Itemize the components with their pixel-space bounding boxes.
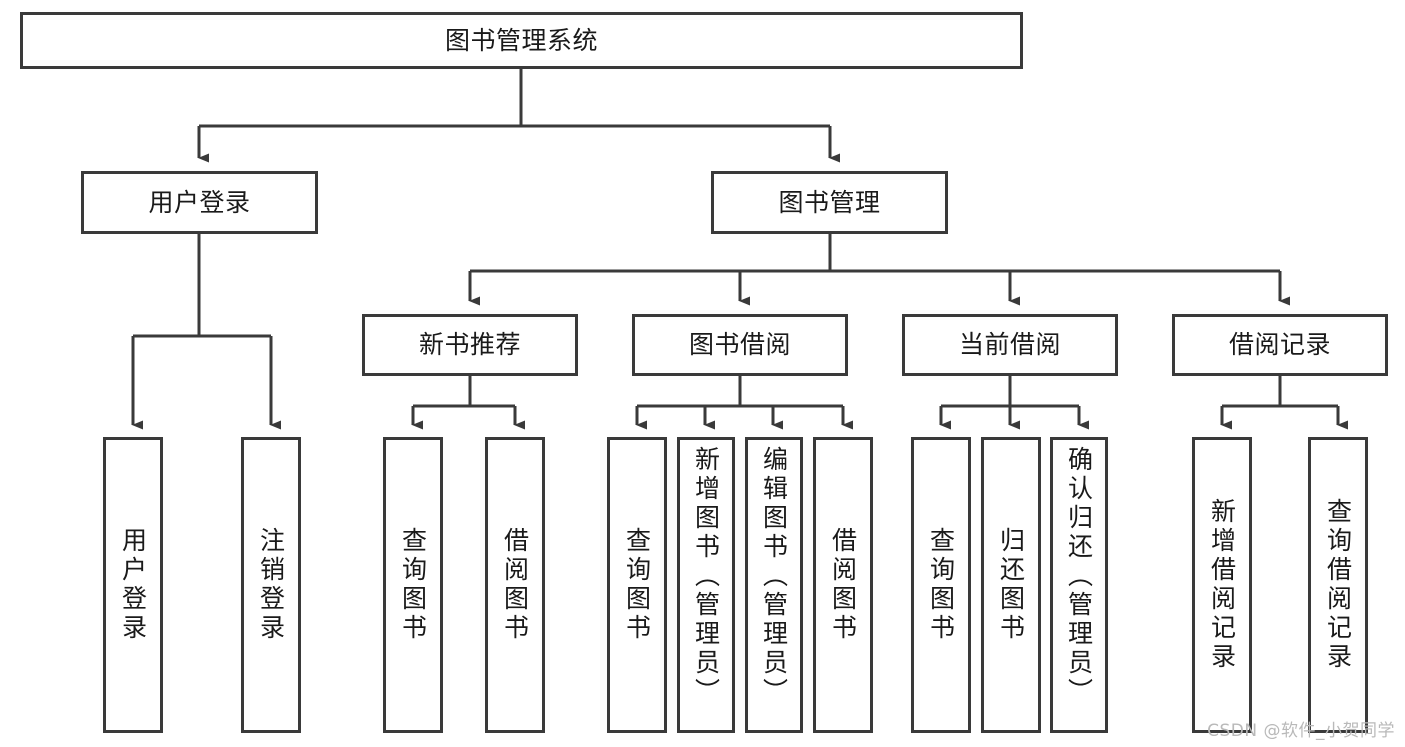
node-label: 确认归还（管理员） xyxy=(1064,446,1094,707)
node-label: 新书推荐 xyxy=(418,330,521,360)
leaf-query-borrow-record[interactable]: 查询借阅记录 xyxy=(1308,437,1368,733)
node-label: 查询图书 xyxy=(926,527,956,643)
node-label: 借阅图书 xyxy=(500,527,530,643)
node-label: 借阅图书 xyxy=(828,527,858,643)
node-label: 新增借阅记录 xyxy=(1207,498,1237,672)
node-book-borrow[interactable]: 图书借阅 xyxy=(632,314,848,376)
leaf-add-book-admin[interactable]: 新增图书（管理员） xyxy=(677,437,735,733)
node-user-login[interactable]: 用户登录 xyxy=(81,171,318,234)
node-label: 用户登录 xyxy=(118,527,148,643)
node-label: 归还图书 xyxy=(996,527,1026,643)
watermark-text: CSDN @软件_小贺同学 xyxy=(1207,721,1395,741)
leaf-query-book-recommend[interactable]: 查询图书 xyxy=(383,437,443,733)
node-book-management[interactable]: 图书管理 xyxy=(711,171,948,234)
node-label: 图书管理 xyxy=(778,187,881,217)
node-label: 当前借阅 xyxy=(958,330,1061,360)
leaf-confirm-return-admin[interactable]: 确认归还（管理员） xyxy=(1050,437,1108,733)
leaf-return-book[interactable]: 归还图书 xyxy=(981,437,1041,733)
leaf-logout-login[interactable]: 注销登录 xyxy=(241,437,301,733)
node-label: 新增图书（管理员） xyxy=(691,446,721,707)
node-label: 查询图书 xyxy=(398,527,428,643)
leaf-query-book-current[interactable]: 查询图书 xyxy=(911,437,971,733)
leaf-add-borrow-record[interactable]: 新增借阅记录 xyxy=(1192,437,1252,733)
node-label: 图书管理系统 xyxy=(444,25,598,55)
node-label: 图书借阅 xyxy=(688,330,791,360)
node-current-borrow[interactable]: 当前借阅 xyxy=(902,314,1118,376)
node-new-book-recommend[interactable]: 新书推荐 xyxy=(362,314,578,376)
node-label: 编辑图书（管理员） xyxy=(759,446,789,707)
node-label: 查询图书 xyxy=(622,527,652,643)
leaf-edit-book-admin[interactable]: 编辑图书（管理员） xyxy=(745,437,803,733)
node-root-system[interactable]: 图书管理系统 xyxy=(20,12,1023,69)
leaf-borrow-book-recommend[interactable]: 借阅图书 xyxy=(485,437,545,733)
node-label: 查询借阅记录 xyxy=(1323,498,1353,672)
leaf-user-login[interactable]: 用户登录 xyxy=(103,437,163,733)
node-label: 用户登录 xyxy=(148,187,251,217)
leaf-query-book-borrow[interactable]: 查询图书 xyxy=(607,437,667,733)
node-label: 注销登录 xyxy=(256,527,286,643)
leaf-borrow-book-borrow[interactable]: 借阅图书 xyxy=(813,437,873,733)
node-borrow-record[interactable]: 借阅记录 xyxy=(1172,314,1388,376)
node-label: 借阅记录 xyxy=(1228,330,1331,360)
